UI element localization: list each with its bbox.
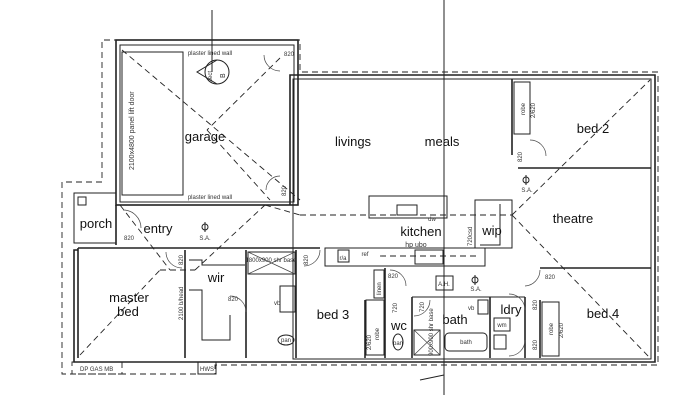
house-walls bbox=[73, 74, 656, 363]
toilet-pan-label: pan bbox=[281, 338, 291, 344]
garage-door-label: 2100x4800 panel lift door bbox=[129, 91, 136, 170]
access-hatch bbox=[435, 275, 454, 291]
room-label-bath: bath bbox=[442, 312, 467, 327]
door-size-label: 720 bbox=[393, 302, 399, 313]
door-size-label: 820 bbox=[304, 254, 310, 265]
room-label-kitchen: kitchen bbox=[400, 224, 441, 239]
smoke-alarm-label: S.A. bbox=[521, 188, 533, 194]
plaster-wall-top-label: plaster lined wall bbox=[188, 51, 232, 57]
section-letter: B bbox=[220, 73, 227, 78]
room-label-meals: meals bbox=[425, 134, 460, 149]
eaves-outline bbox=[61, 39, 659, 375]
room-label-ldry: ldry bbox=[501, 302, 522, 317]
garage-door bbox=[121, 51, 184, 196]
room-label-master-bed: master bbox=[109, 290, 149, 305]
room-label-entry: entry bbox=[144, 221, 173, 236]
door-size-label: 820 bbox=[518, 151, 524, 162]
room-label-porch: porch bbox=[80, 216, 113, 231]
room-label-master-bed-2: bed bbox=[117, 304, 139, 319]
robe-door-label: 2/620 bbox=[531, 102, 537, 118]
door-size-label: 820 bbox=[228, 297, 239, 303]
smoke-alarm-icon bbox=[471, 275, 479, 285]
door-size-label: 820 bbox=[179, 254, 185, 265]
cavity-slider-label: 720csd bbox=[468, 227, 474, 246]
linen-label: linen bbox=[377, 282, 383, 295]
smoke-alarm-label: S.A. bbox=[199, 236, 211, 242]
door-size-label: 720 bbox=[420, 301, 426, 312]
bulkhead-label: 2100 b/head bbox=[179, 287, 185, 320]
door-size-label: 820 bbox=[533, 339, 539, 350]
room-label-bed-3: bed 3 bbox=[317, 307, 350, 322]
plaster-wall-bottom-label: plaster lined wall bbox=[188, 195, 232, 201]
room-label-wc: wc bbox=[390, 318, 407, 333]
services-label: DP GAS MB bbox=[80, 367, 113, 373]
fridge-label: ref bbox=[361, 252, 368, 258]
hotplate-label: hp ubo bbox=[405, 242, 427, 249]
robe-label: robe bbox=[375, 327, 381, 340]
robe-door-label: 2/620 bbox=[559, 322, 565, 338]
shower-base-label: 900x900 shr base bbox=[429, 308, 435, 356]
washing-machine-label: wm bbox=[496, 323, 506, 329]
hot-water-unit bbox=[197, 361, 217, 375]
hot-water-label: HWS bbox=[200, 367, 214, 373]
section-arrow bbox=[419, 374, 445, 381]
room-label-bed-4: bed 4 bbox=[587, 306, 620, 321]
smoke-alarm-icon bbox=[522, 175, 530, 185]
vanity-label: vb bbox=[468, 306, 475, 312]
garage-room bbox=[115, 39, 301, 206]
return-air-label: r/a bbox=[339, 256, 347, 262]
robe-label: robe bbox=[521, 102, 527, 115]
robe-label: robe bbox=[549, 322, 555, 335]
access-hatch-label: A.H. bbox=[438, 282, 450, 288]
room-label-bed-2: bed 2 bbox=[577, 121, 610, 136]
smoke-alarm-icon bbox=[201, 222, 209, 232]
room-label-wip: wip bbox=[481, 223, 502, 238]
smoke-alarm-label: S.A. bbox=[470, 287, 482, 293]
door-size-label: 820 bbox=[282, 185, 288, 196]
room-label-wir: wir bbox=[207, 270, 225, 285]
bath-tub-label: bath bbox=[460, 340, 472, 346]
door-size-label: 820 bbox=[545, 275, 556, 281]
door-size-label: 820 bbox=[124, 236, 135, 242]
robe-door-label: 2/620 bbox=[367, 334, 373, 350]
room-label-livings: livings bbox=[335, 134, 372, 149]
toilet-pan-label: pan bbox=[393, 341, 403, 347]
services-box bbox=[71, 361, 123, 375]
vanity-label: vb bbox=[274, 301, 281, 307]
room-label-theatre: theatre bbox=[553, 211, 593, 226]
section-label: sect bbox=[208, 71, 214, 82]
door-size-label: 820 bbox=[533, 299, 539, 310]
door-size-label: 820 bbox=[284, 52, 295, 58]
door-size-label: 820 bbox=[388, 274, 399, 280]
room-label-garage: garage bbox=[185, 129, 225, 144]
shower-base-label: 1800x900 shr base bbox=[245, 258, 297, 264]
dishwasher-label: dw bbox=[428, 217, 436, 223]
